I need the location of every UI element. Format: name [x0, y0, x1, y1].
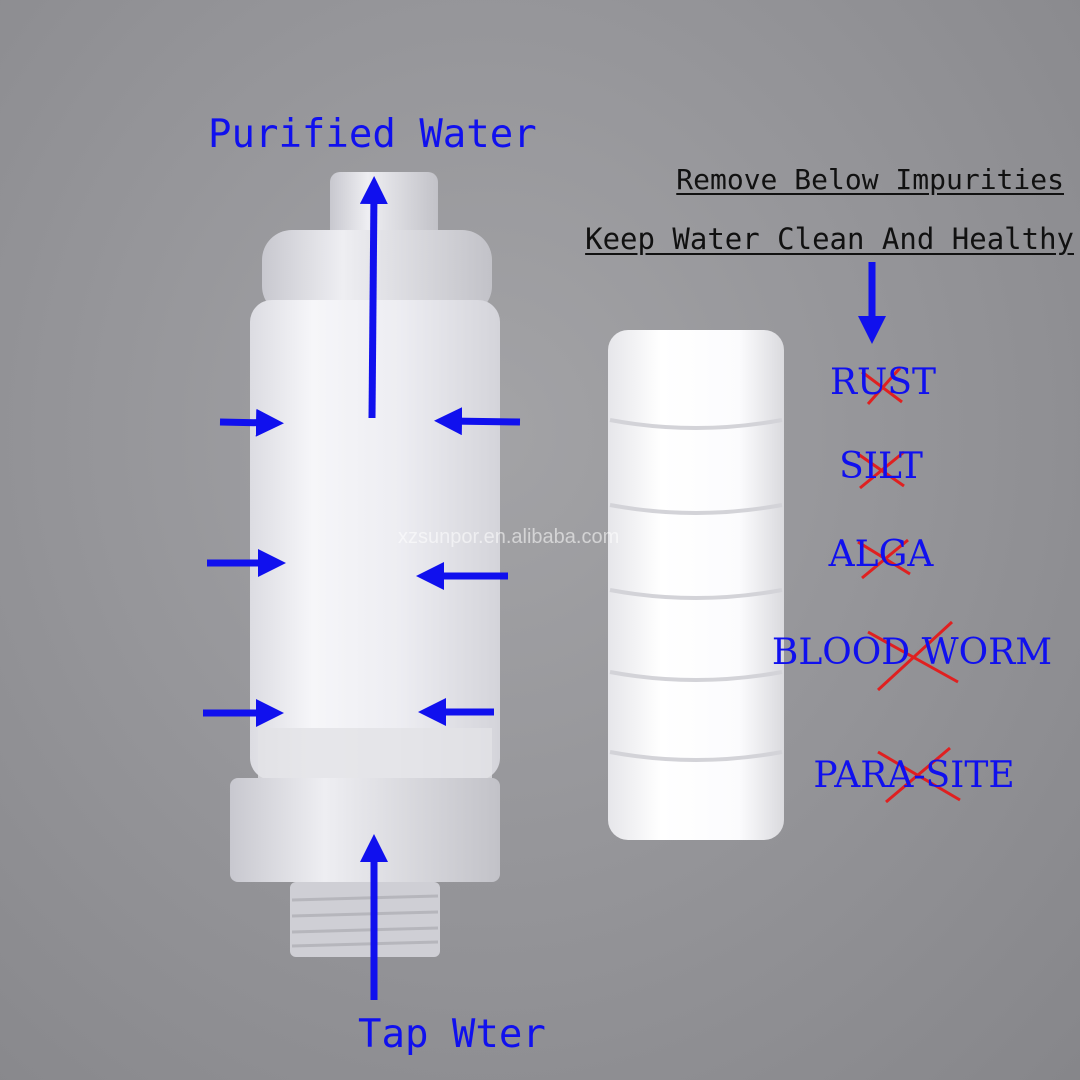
cross-marks: [857, 367, 961, 804]
remove-impurities-heading: Remove Below Impurities: [676, 163, 1064, 196]
cartridge-segment-lines: [609, 418, 783, 762]
watermark: xzsunpor.en.alibaba.com: [398, 526, 620, 548]
red-x-mark-icon: [861, 367, 903, 405]
housing-sediment-band: [258, 728, 492, 780]
housing-top-nozzle: [330, 172, 438, 242]
purified-water-label: Purified Water: [208, 112, 537, 157]
blue-arrow-icon: [219, 408, 284, 437]
blue-arrow-icon: [359, 176, 388, 419]
keep-water-clean-heading: Keep Water Clean And Healthy: [585, 222, 1074, 256]
housing-bottom-collar: [230, 778, 500, 882]
impurity-label: SILT: [839, 446, 923, 487]
housing-top-shoulder: [262, 230, 492, 316]
red-x-mark-icon: [857, 450, 905, 490]
flow-arrows: [203, 176, 886, 1000]
thread-lines: [291, 894, 439, 948]
filter-cartridge: [608, 330, 784, 840]
red-x-mark-icon: [877, 746, 961, 804]
impurity-label: PARA-SITE: [813, 755, 1015, 796]
red-x-mark-icon: [857, 538, 911, 580]
cartridge-body: [608, 330, 784, 840]
impurity-label: ALGA: [828, 534, 934, 575]
red-x-mark-icon: [867, 620, 959, 692]
tap-water-label: Tap Wter: [358, 1012, 546, 1057]
impurity-label: RUST: [829, 362, 937, 403]
housing-bottom-thread: [290, 882, 440, 957]
blue-arrow-icon: [434, 407, 521, 436]
impurity-label: BLOOD WORM: [771, 632, 1053, 673]
